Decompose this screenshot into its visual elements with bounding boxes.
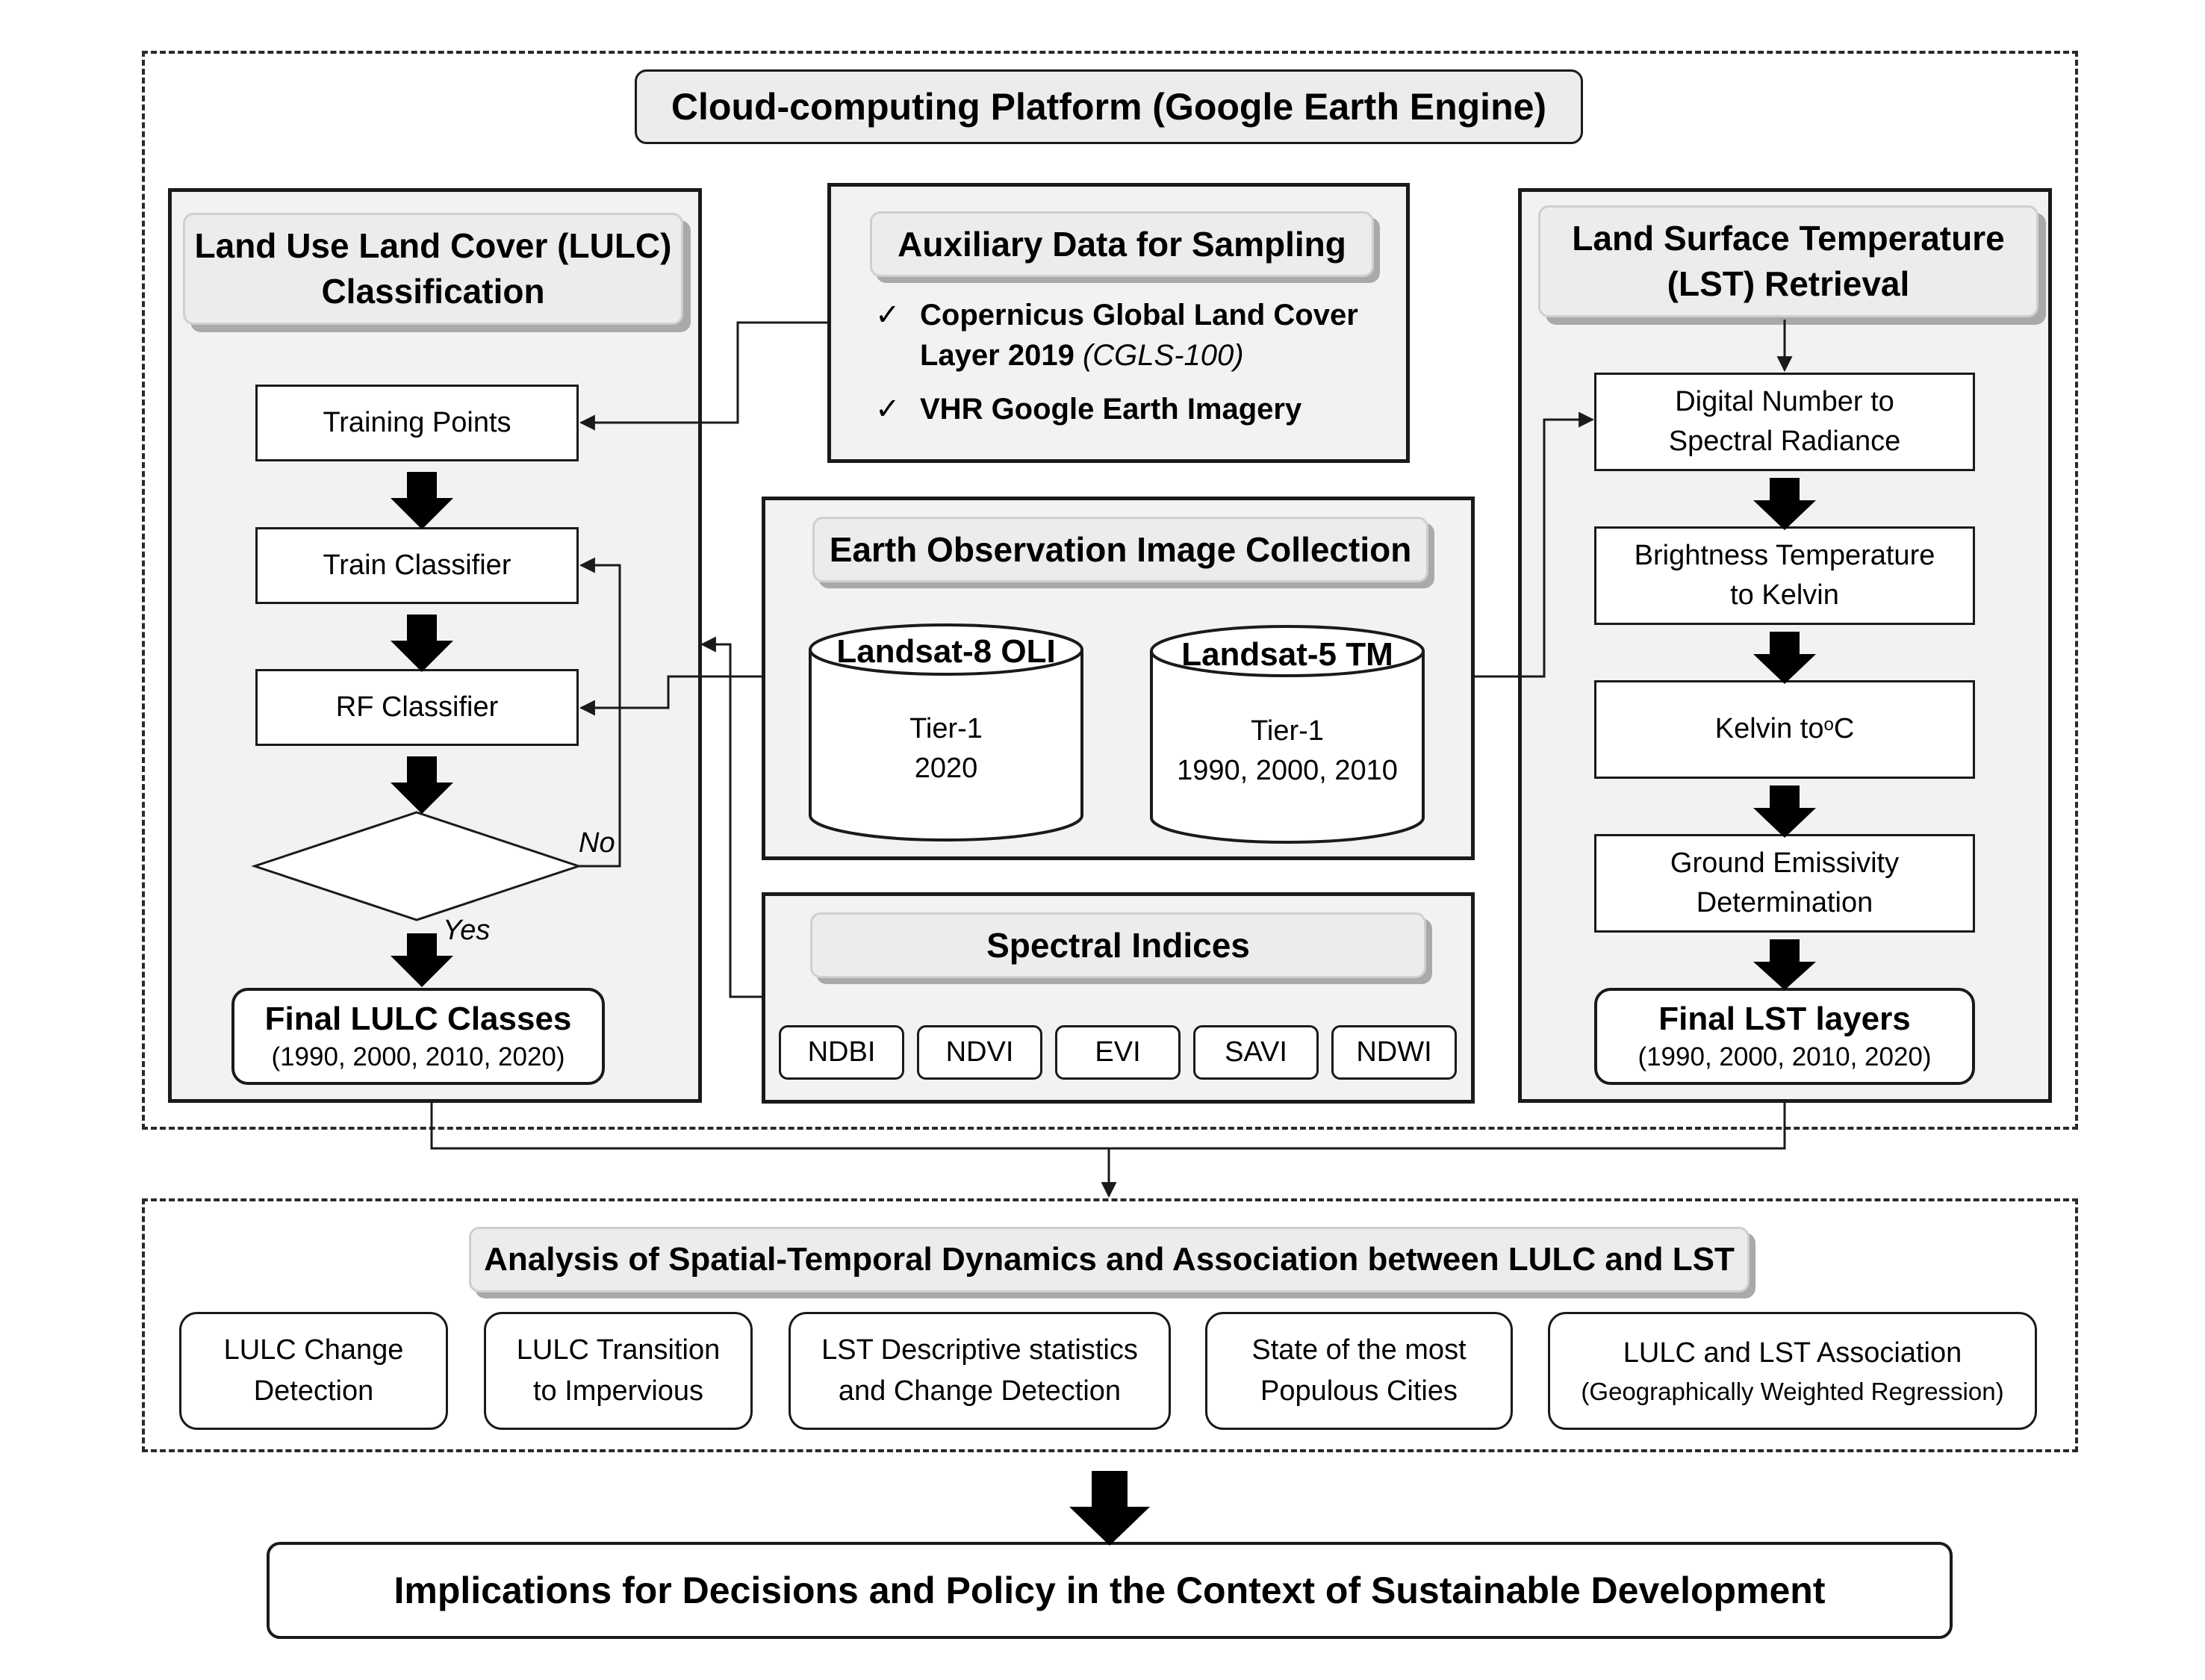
merge-line [430,1103,1786,1150]
aux-item1-line1: Copernicus Global Land Cover [920,299,1358,332]
analysis-populous-cities: State of the most Populous Cities [1205,1312,1513,1430]
landsat5-title: Landsat-5 TM [1181,636,1393,673]
no-loop-line [579,557,621,868]
landsat5-detail: Tier-1 1990, 2000, 2010 [1177,715,1398,787]
training-points-box: Training Points [255,385,579,461]
analysis-title: Analysis of Spatial-Temporal Dynamics an… [469,1227,1750,1292]
index-evi: EVI [1055,1025,1181,1080]
analysis-frame [142,1198,2078,1452]
degree-symbol: o [1823,715,1834,735]
landsat8-title: Landsat-8 OLI [836,633,1056,670]
lst-step-emissivity: Ground Emissivity Determination [1594,834,1975,933]
spectral-title: Spectral Indices [810,912,1426,978]
analysis-lst-statistics: LST Descriptive statistics and Change De… [789,1312,1171,1430]
final-lst-years: (1990, 2000, 2010, 2020) [1638,1042,1932,1071]
eo-to-lst-line [1475,411,1595,678]
eo-to-rf-line [579,675,762,716]
index-ndvi: NDVI [917,1025,1042,1080]
landsat5-cylinder [1150,625,1425,844]
aux-item-cgls: ✓ Copernicus Global Land Cover Layer 201… [875,295,1398,376]
platform-title: Cloud-computing Platform (Google Earth E… [635,69,1583,144]
aux-item2: VHR Google Earth Imagery [920,393,1302,426]
aux-to-training-line [579,321,827,431]
check-icon: ✓ [875,393,901,426]
auxiliary-list: ✓ Copernicus Global Land Cover Layer 201… [875,295,1398,429]
analysis-lulc-transition: LULC Transition to Impervious [484,1312,753,1430]
platform-frame [142,51,2078,1130]
down-arrow-lst-3 [1753,785,1816,838]
down-arrow-4 [391,933,453,987]
earth-obs-title: Earth Observation Image Collection [812,517,1428,582]
train-classifier-box: Train Classifier [255,527,579,604]
down-arrow-lst-2 [1753,632,1816,684]
aux-item1-line2: Layer 2019 [920,339,1074,372]
yes-label: Yes [443,915,491,946]
analysis-association: LULC and LST Association (Geographically… [1548,1312,2037,1430]
no-label: No [579,827,615,859]
lst-step-radiance: Digital Number to Spectral Radiance [1594,373,1975,471]
analysis-lulc-change: LULC Change Detection [179,1312,448,1430]
spectral-to-lulc-line [700,636,762,998]
final-lst-title: Final LST layers [1658,1001,1911,1037]
kelvin-prefix: Kelvin to [1714,713,1824,745]
landsat8-cylinder [809,623,1083,841]
down-arrow-lst-1 [1753,478,1816,530]
landsat8-detail: Tier-1 2020 [909,713,983,785]
final-lulc-box: Final LULC Classes (1990, 2000, 2010, 20… [231,988,605,1085]
lst-title: Land Surface Temperature (LST) Retrieval [1538,205,2038,317]
down-arrow-implications [1069,1471,1150,1546]
index-savi: SAVI [1193,1025,1319,1080]
decision-diamond [251,811,582,921]
down-arrow-2 [391,615,453,672]
analysis-association-title: LULC and LST Association [1623,1337,1962,1369]
final-lulc-years: (1990, 2000, 2010, 2020) [271,1042,565,1071]
down-arrow-lst-4 [1753,939,1816,990]
check-icon: ✓ [875,299,901,332]
kelvin-suffix: C [1833,713,1855,745]
down-arrow-1 [391,472,453,529]
aux-item-vhr: ✓ VHR Google Earth Imagery [875,389,1398,429]
index-ndbi: NDBI [779,1025,904,1080]
final-lulc-title: Final LULC Classes [264,1001,572,1037]
final-lst-box: Final LST layers (1990, 2000, 2010, 2020… [1594,988,1975,1085]
down-arrow-3 [391,756,453,814]
aux-item1-italic: (CGLS-100) [1082,339,1244,372]
lst-step-brightness: Brightness Temperature to Kelvin [1594,526,1975,625]
implications-box: Implications for Decisions and Policy in… [267,1542,1953,1639]
auxiliary-title: Auxiliary Data for Sampling [870,211,1374,277]
lulc-title: Land Use Land Cover (LULC) Classificatio… [183,213,683,325]
analysis-association-sub: (Geographically Weighted Regression) [1581,1377,2004,1405]
lst-step-kelvin: Kelvin to o C [1594,680,1975,779]
rf-classifier-box: RF Classifier [255,669,579,746]
index-ndwi: NDWI [1331,1025,1457,1080]
